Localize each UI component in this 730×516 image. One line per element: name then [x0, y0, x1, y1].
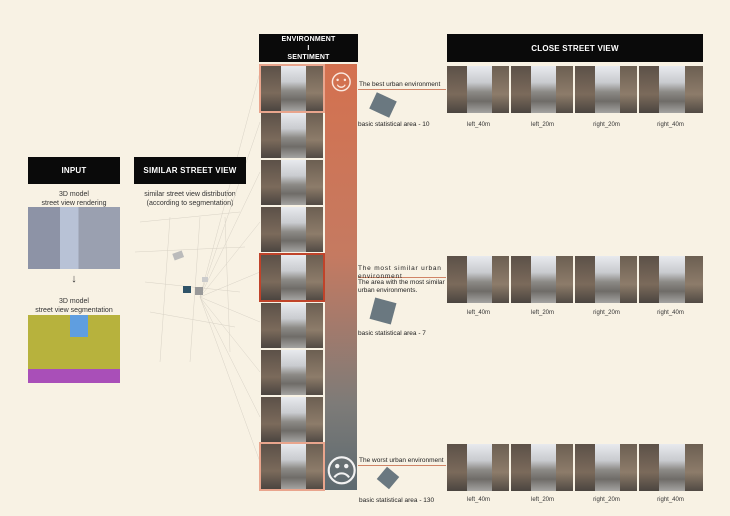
row-area: basic statistical area - 130: [359, 497, 435, 504]
close-photo: [575, 444, 637, 491]
close-photo: [511, 444, 573, 491]
close-photo: [511, 66, 573, 113]
label-right-20m: right_20m: [593, 497, 620, 503]
sentiment-gradient-bar: [325, 64, 357, 490]
sad-face-icon: ☹: [325, 453, 359, 489]
close-photo: [639, 444, 703, 491]
sentiment-title-3: SENTIMENT: [287, 53, 330, 61]
input-header: INPUT: [28, 157, 120, 184]
close-photo: [639, 66, 703, 113]
map-area: [195, 287, 203, 295]
close-photo: [575, 256, 637, 303]
down-arrow-icon: ↓: [71, 273, 77, 285]
close-photo: [639, 256, 703, 303]
map-area: [202, 277, 208, 282]
render-caption: 3D model street view rendering: [28, 190, 120, 208]
label-right-40m: right_40m: [657, 310, 684, 316]
label-right-40m: right_40m: [657, 122, 684, 128]
connector-line: [358, 89, 446, 90]
close-header: CLOSE STREET VIEW: [447, 34, 703, 62]
label-left-20m: left_20m: [530, 310, 554, 316]
seg-caption: 3D model street view segmentation: [28, 297, 120, 315]
row-desc: The area with the most similar urban env…: [358, 279, 445, 294]
close-photo: [575, 66, 637, 113]
map-area-target: [183, 286, 191, 293]
street-map: [134, 71, 261, 463]
street-photo: [261, 113, 323, 158]
row-area: basic statistical area - 7: [358, 330, 426, 337]
sentiment-title-1: ENVIRONMENT: [281, 35, 336, 43]
label-right-20m: right_20m: [593, 310, 620, 316]
seg-caption-1: 3D model: [59, 298, 89, 305]
label-left-20m: left_20m: [530, 122, 554, 128]
similar-caption: similar street view distribution (accordi…: [128, 190, 252, 208]
close-photo: [447, 444, 509, 491]
street-photo: [261, 303, 323, 348]
connector-line: [358, 277, 446, 278]
seg-caption-2: street view segmentation: [35, 307, 113, 314]
connector-line: [358, 465, 446, 466]
area-shape: [376, 466, 400, 490]
label-right-40m: right_40m: [657, 497, 684, 503]
close-photo: [447, 66, 509, 113]
row-title: The worst urban environment: [359, 457, 444, 464]
street-photo: [261, 397, 323, 442]
render-caption-2: street view rendering: [41, 200, 107, 207]
sentiment-header: ENVIRONMENT I SENTIMENT: [259, 34, 358, 62]
similar-caption-1: similar street view distribution: [144, 191, 236, 198]
row-area: basic statistical area - 10: [358, 121, 430, 128]
label-left-40m: left_40m: [466, 497, 490, 503]
label-left-40m: left_40m: [466, 310, 490, 316]
label-left-20m: left_20m: [530, 497, 554, 503]
close-photo: [511, 256, 573, 303]
render-caption-1: 3D model: [59, 191, 89, 198]
happy-face-icon: ☺: [325, 62, 358, 98]
row-title: The most similar urban environment: [358, 265, 442, 280]
close-photo: [447, 256, 509, 303]
area-shape: [369, 297, 397, 325]
street-photo: [259, 64, 325, 113]
sentiment-title-2: I: [307, 44, 310, 52]
street-photo: [259, 442, 325, 491]
segmentation-image: [28, 315, 120, 383]
map-area: [172, 250, 185, 261]
street-photo: [261, 160, 323, 205]
row-title: The best urban environment: [359, 81, 441, 88]
rendering-image: [28, 207, 120, 269]
area-shape: [369, 92, 397, 118]
street-photo: [261, 207, 323, 252]
street-photo: [261, 350, 323, 395]
street-photo: [259, 253, 325, 302]
label-left-40m: left_40m: [466, 122, 490, 128]
similar-caption-2: (according to segmentation): [146, 200, 234, 207]
label-right-20m: right_20m: [593, 122, 620, 128]
similar-header: SIMILAR STREET VIEW: [134, 157, 246, 184]
